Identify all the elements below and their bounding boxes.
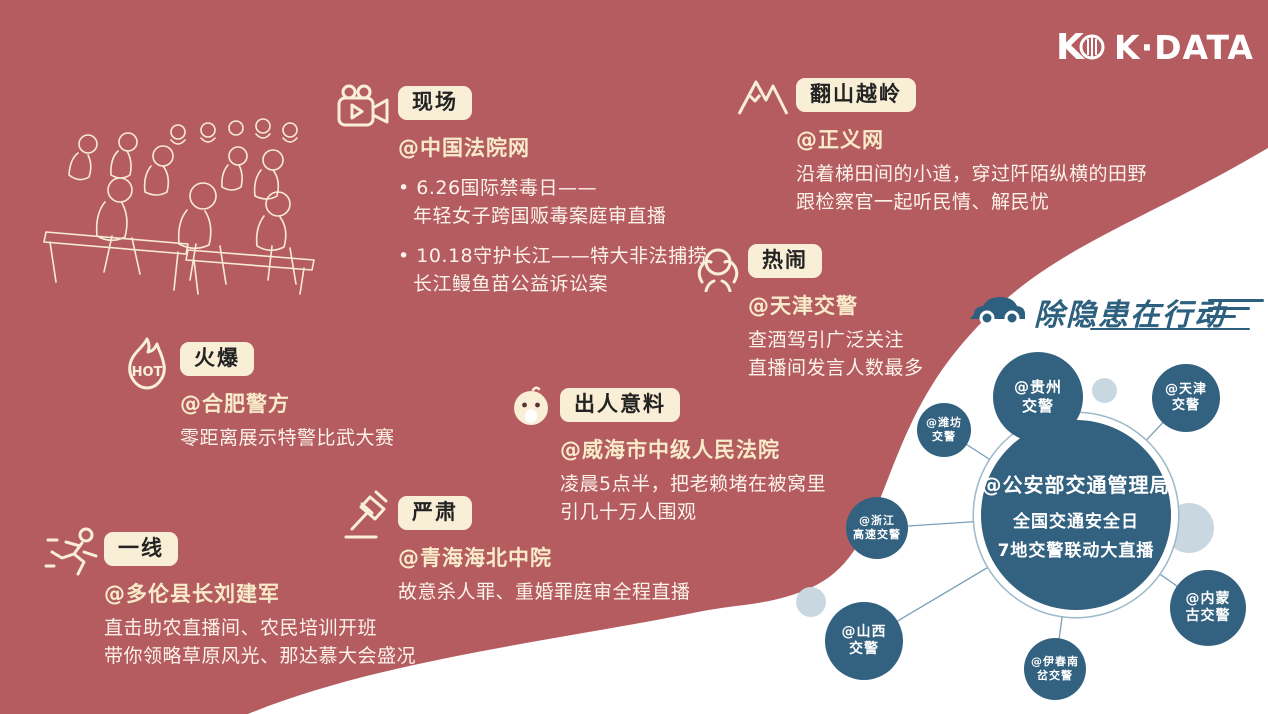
center-node-handle: @公安部交通管理局 (981, 473, 1171, 497)
node-guizhou: @贵州 交警 (993, 352, 1083, 442)
case-item: 6.26国际禁毒日—— 年轻女子跨国贩毒案庭审直播 (398, 175, 667, 230)
section-scene: 现场 @中国法院网 6.26国际禁毒日—— 年轻女子跨国贩毒案庭审直播 10.1… (398, 86, 707, 298)
runner-icon (44, 527, 98, 576)
surprised-face-icon (514, 386, 548, 425)
car-icon (970, 297, 1025, 326)
kdata-logo: K K·DATA (1056, 26, 1254, 68)
hot-flame-icon: HOT (128, 337, 166, 390)
speed-underline (1090, 328, 1250, 330)
section-frontline-handle: @多伦县长刘建军 (104, 582, 280, 606)
decor-dot (796, 587, 826, 617)
section-scene-label: 现场 (398, 86, 472, 120)
section-frontline-label: 一线 (104, 532, 178, 566)
section-mountain-handle: @正义网 (796, 128, 884, 152)
section-hot-label: 火爆 (180, 342, 254, 376)
gavel-icon (344, 490, 388, 539)
node-weifang: @潍坊 交警 (917, 403, 971, 457)
speed-line (1208, 315, 1236, 318)
section-lively: 热闹 @天津交警 查酒驾引广泛关注 直播间发言人数最多 (748, 244, 924, 382)
cheering-person-icon (697, 248, 739, 292)
section-hot-handle: @合肥警方 (180, 392, 290, 416)
speed-line (1208, 307, 1250, 310)
section-surprise: 出人意料 @威海市中级人民法院 凌晨5点半，把老赖堵在被窝里 引几十万人围观 (560, 388, 826, 526)
node-shanxi: @山西 交警 (825, 602, 903, 680)
section-surprise-label: 出人意料 (560, 388, 680, 422)
section-frontline: 一线 @多伦县长刘建军 直击助农直播间、农民培训开班 带你领略草原风光、那达慕大… (104, 532, 416, 670)
case-item: 10.18守护长江——特大非法捕捞 长江鳗鱼苗公益诉讼案 (398, 243, 707, 298)
node-yichun: @伊春南 岔交警 (1024, 638, 1086, 700)
section-mountain: 翻山越岭 @正义网 沿着梯田间的小道，穿过阡陌纵横的田野 跟检察官一起听民情、解… (796, 78, 1147, 216)
section-surprise-handle: @威海市中级人民法院 (560, 438, 780, 462)
k-mark-icon: K (1056, 27, 1105, 68)
section-lively-label: 热闹 (748, 244, 822, 278)
section-hot: 火爆 @合肥警方 零距离展示特警比武大赛 (180, 342, 395, 453)
video-camera-icon (337, 84, 389, 127)
section-lively-handle: @天津交警 (748, 294, 858, 318)
speed-line (1208, 299, 1264, 302)
node-tianjin: @天津 交警 (1152, 364, 1220, 432)
section-scene-handle: @中国法院网 (398, 136, 530, 160)
decor-dot (1164, 503, 1214, 553)
kdata-logo-text: K·DATA (1114, 27, 1254, 67)
network-center-node: @公安部交通管理局 全国交通安全日 7地交警联动大直播 (981, 420, 1171, 610)
section-serious-label: 严肃 (398, 496, 472, 530)
node-zhejiang: @浙江 高速交警 (846, 497, 908, 559)
section-serious-handle: @青海海北中院 (398, 546, 552, 570)
network-title: 除隐患在行动 (1034, 298, 1226, 333)
hot-flame-text: HOT (132, 365, 163, 380)
section-mountain-label: 翻山越岭 (796, 78, 916, 112)
decor-dot (1092, 378, 1117, 403)
audience-illustration (43, 118, 315, 295)
section-serious: 严肃 @青海海北中院 故意杀人罪、重婚罪庭审全程直播 (398, 496, 691, 607)
node-neimenggu: @内蒙 古交警 (1170, 570, 1246, 646)
mountain-icon (737, 80, 789, 115)
